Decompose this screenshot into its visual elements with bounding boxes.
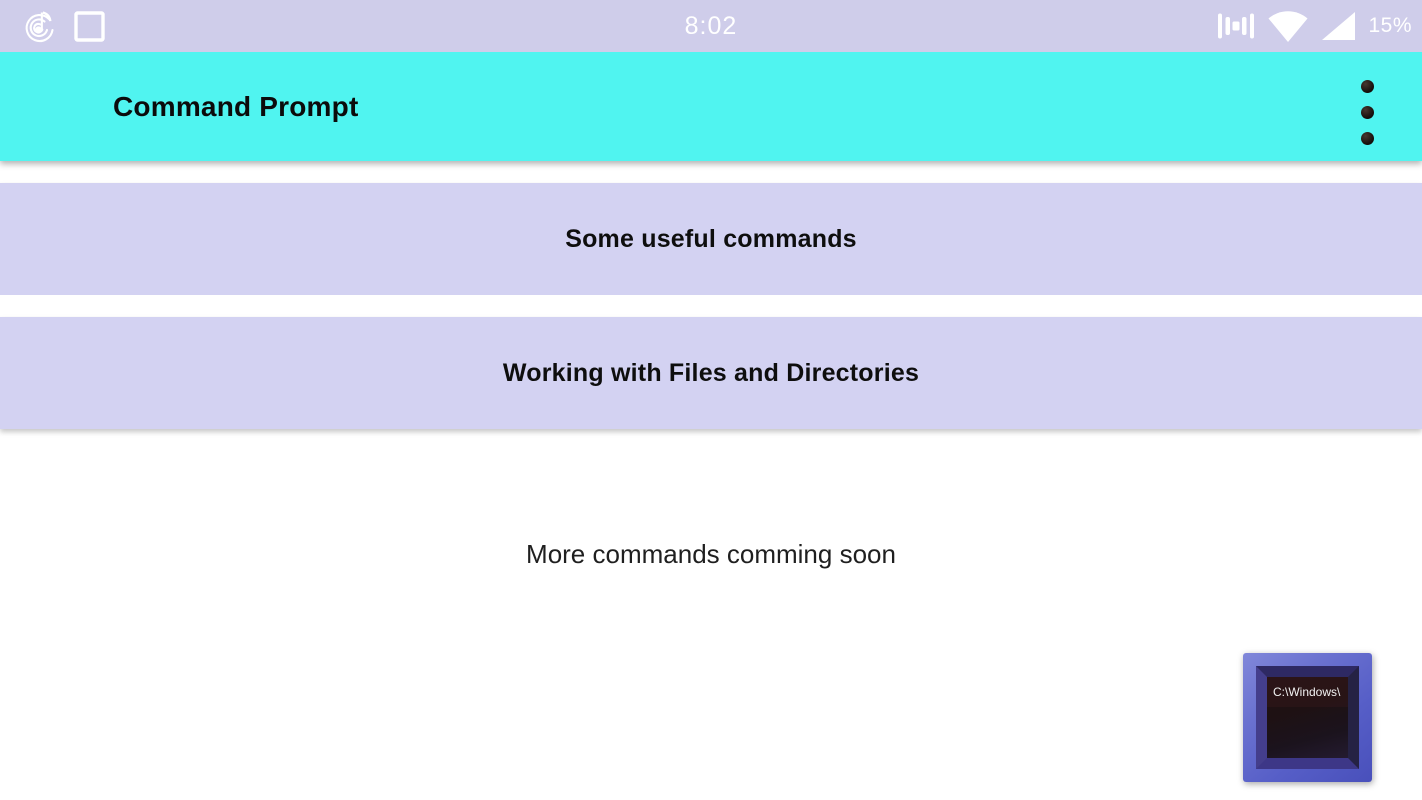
wifi-icon — [1268, 11, 1308, 42]
logo-screen-text: C:\Windows\ — [1273, 685, 1341, 699]
screenshot-square-icon — [74, 10, 105, 42]
overflow-dot — [1360, 80, 1374, 93]
logo-terminal-screen: C:\Windows\ — [1267, 677, 1348, 758]
status-bar: 8:02 15% — [0, 0, 1422, 52]
status-bar-right-icons: 15% — [1218, 0, 1412, 52]
app-logo: C:\Windows\ — [1243, 653, 1372, 782]
menu-button-label: Working with Files and Directories — [502, 358, 920, 387]
battery-percent: 15% — [1368, 14, 1412, 37]
menu-button-label: Some useful commands — [565, 224, 857, 253]
spacer — [0, 161, 1422, 183]
logo-screen-band — [1267, 677, 1348, 707]
overflow-dot — [1360, 132, 1374, 145]
menu-button-some-useful-commands[interactable]: Some useful commands — [0, 183, 1422, 295]
status-time: 8:02 — [684, 11, 738, 40]
vibrate-icon — [1218, 13, 1255, 39]
overflow-dot — [1360, 106, 1374, 119]
app-bar: Command Prompt — [0, 52, 1422, 161]
content-area: Some useful commands Working with Files … — [0, 161, 1422, 570]
overflow-menu-button[interactable] — [1354, 80, 1380, 145]
footer-note: More commands comming soon — [526, 539, 896, 569]
page-title: Command Prompt — [113, 90, 359, 122]
cellular-signal-icon — [1322, 12, 1356, 40]
logo-bevel-frame: C:\Windows\ — [1256, 666, 1359, 769]
spacer — [0, 295, 1422, 317]
status-bar-left-icons — [22, 0, 105, 52]
music-notification-icon — [25, 11, 54, 43]
menu-button-working-with-files[interactable]: Working with Files and Directories — [0, 317, 1422, 429]
